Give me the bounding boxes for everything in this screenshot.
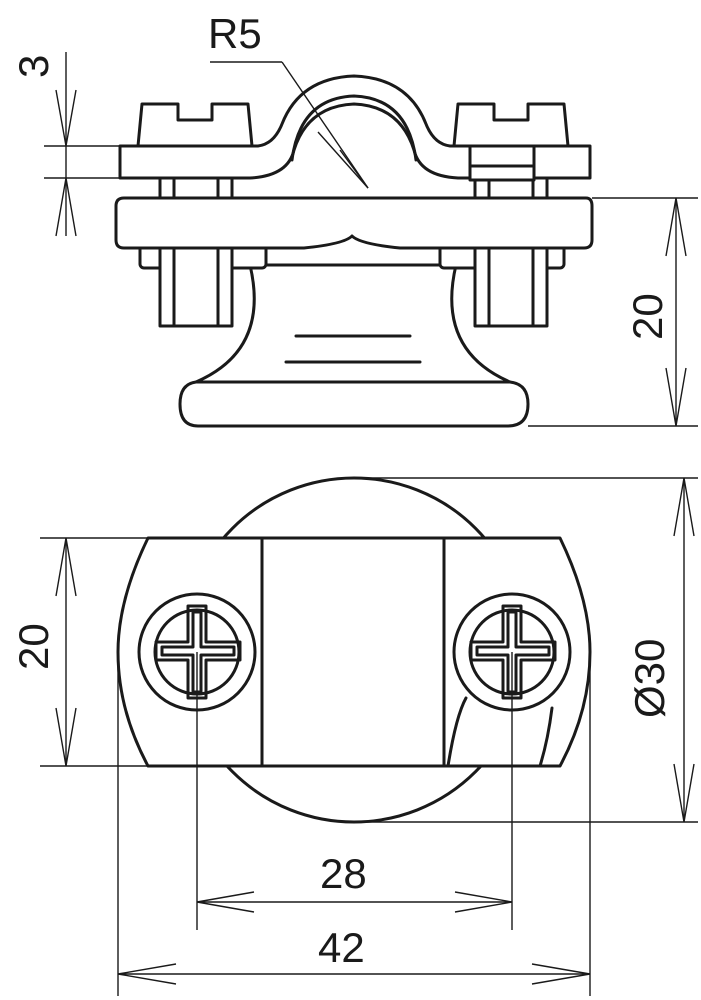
right-clamp-block	[468, 144, 536, 182]
thickness-arrow-top	[55, 89, 77, 147]
width-label: 42	[318, 924, 365, 971]
base-plate	[114, 196, 594, 250]
plan-height-arrow-top	[55, 537, 77, 597]
width-arrow-left	[117, 963, 177, 985]
plan-height-label: 20	[10, 623, 57, 670]
thickness-label: 3	[10, 55, 57, 78]
plan-view: 20 Ø30 28 42	[10, 476, 698, 996]
pedestal	[194, 263, 512, 384]
r5-leader-radial-1	[317, 131, 369, 189]
plan-plate	[116, 536, 592, 768]
height-arrow-bottom	[665, 367, 687, 427]
spacing-arrow-left	[196, 891, 255, 913]
band-right-curve	[446, 696, 468, 768]
saddle-inner-arch	[290, 94, 418, 162]
diameter-arrow-top	[673, 477, 695, 537]
right-screw-head	[452, 102, 570, 148]
plan-height-arrow-bottom	[55, 707, 77, 767]
spacing-arrow-right	[454, 891, 513, 913]
width-arrow-right	[531, 963, 591, 985]
band-right-curve-2	[538, 706, 554, 768]
side-view: R5 3 20	[10, 10, 698, 428]
r5-leader-diagonal	[281, 61, 369, 189]
thickness-arrow-bottom	[55, 177, 77, 237]
base-foot	[178, 380, 530, 428]
side-height-label: 20	[624, 293, 671, 340]
height-arrow-top	[665, 197, 687, 257]
diameter-label: Ø30	[626, 639, 673, 718]
spacing-label: 28	[320, 850, 367, 897]
radius-label: R5	[208, 10, 262, 57]
left-screw-head	[136, 102, 254, 148]
diameter-arrow-bottom	[673, 763, 695, 823]
r5-leader-radial-2	[339, 149, 369, 189]
